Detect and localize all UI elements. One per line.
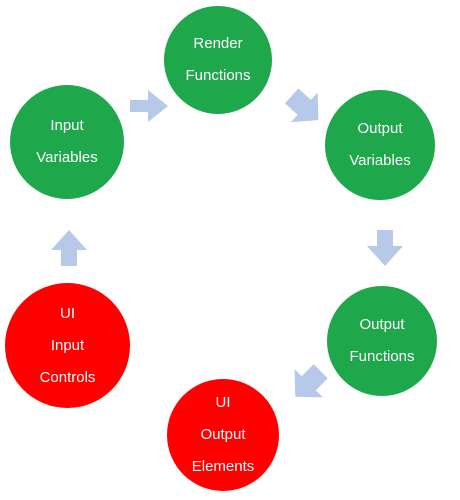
ui-input-controls-label: UI Input Controls xyxy=(39,304,96,386)
arrow-output-variables-to-output-functions xyxy=(367,230,403,266)
output-variables-label: Output Variables xyxy=(349,120,411,169)
input-variables-node: Input Variables xyxy=(10,85,124,199)
output-functions-label: Output Functions xyxy=(349,316,415,365)
arrow-input-to-render xyxy=(130,90,168,122)
arrow-shape xyxy=(51,230,87,266)
ui-input-controls-node: UI Input Controls xyxy=(5,283,130,408)
ui-output-elements-node: UI Output Elements xyxy=(167,379,279,491)
arrow-output-functions-to-output-elements xyxy=(294,364,328,398)
arrow-shape xyxy=(367,230,403,266)
arrow-render-to-output-variables xyxy=(284,88,319,123)
arrow-shape xyxy=(130,90,168,122)
arrow-shape xyxy=(284,88,319,123)
input-variables-label: Input Variables xyxy=(36,117,98,166)
output-variables-node: Output Variables xyxy=(325,90,435,200)
ui-output-elements-label: UI Output Elements xyxy=(191,394,255,475)
arrow-shape xyxy=(294,364,328,398)
render-functions-node: Render Functions xyxy=(164,6,272,114)
render-functions-label: Render Functions xyxy=(185,35,251,84)
output-functions-node: Output Functions xyxy=(327,286,437,396)
arrow-input-controls-to-input-variables xyxy=(51,230,87,266)
